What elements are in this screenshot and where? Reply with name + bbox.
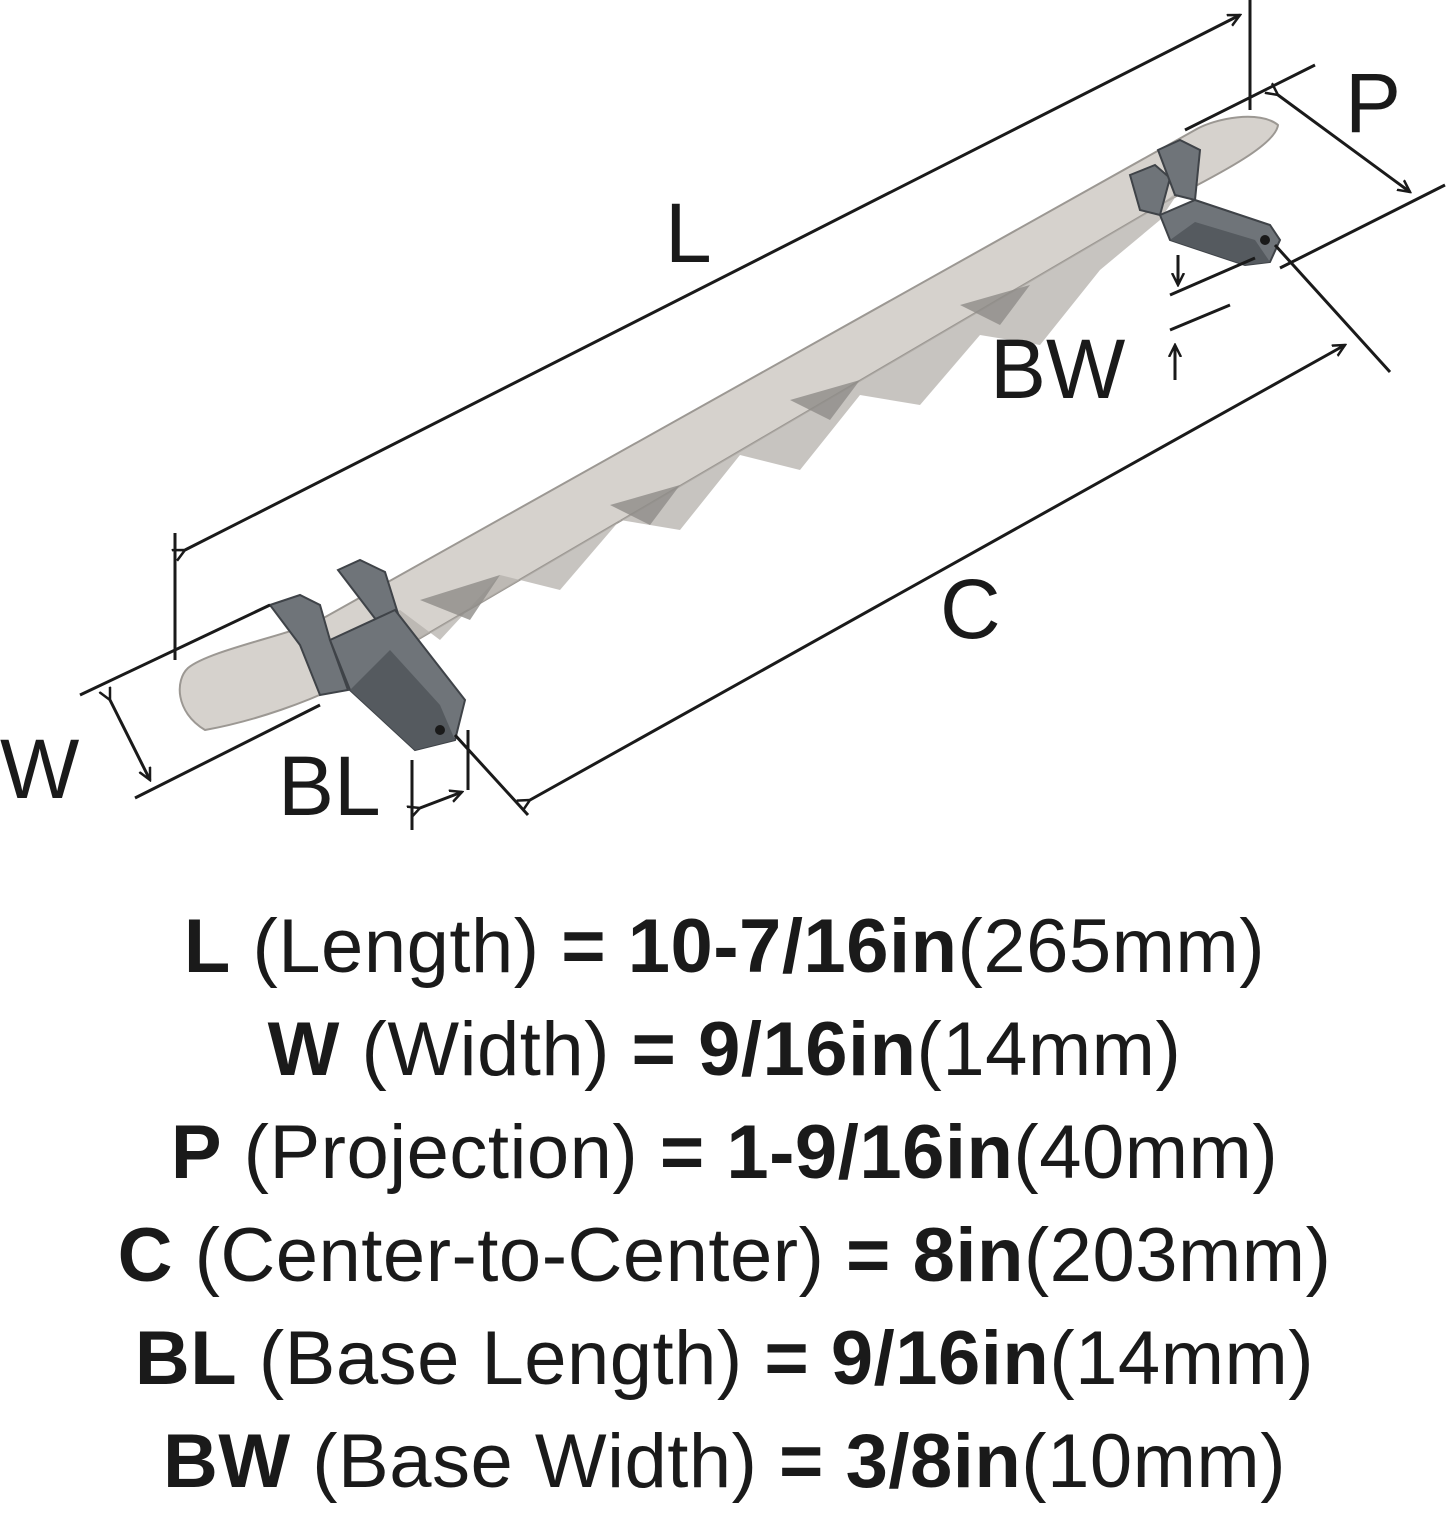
spec-row-length: L (Length) = 10-7/16in(265mm) bbox=[0, 895, 1449, 998]
center-extension-left bbox=[453, 733, 530, 817]
projection-extension-top bbox=[1184, 63, 1316, 132]
spec-metric: (40mm) bbox=[1013, 1110, 1279, 1195]
label-L: L bbox=[665, 186, 712, 280]
width-extension-bottom bbox=[134, 703, 321, 800]
spec-eq: = bbox=[779, 1419, 824, 1504]
spec-imperial: 9/16in bbox=[830, 1316, 1050, 1401]
base-length-dimension-line bbox=[420, 792, 462, 808]
spec-eq: = bbox=[631, 1007, 677, 1092]
handle-bar-shadow-facets bbox=[420, 285, 1030, 620]
width-extension-top bbox=[79, 603, 271, 697]
spec-eq: = bbox=[764, 1316, 810, 1401]
spec-key: BW bbox=[162, 1419, 291, 1504]
spec-metric: (14mm) bbox=[1049, 1316, 1315, 1401]
spec-desc: (Width) bbox=[361, 1007, 610, 1092]
spec-imperial: 10-7/16in bbox=[627, 904, 958, 989]
spec-imperial: 3/8in bbox=[845, 1419, 1022, 1504]
label-C: C bbox=[940, 562, 1001, 656]
label-P: P bbox=[1345, 56, 1401, 150]
spec-desc: (Base Width) bbox=[312, 1419, 758, 1504]
left-base-post bbox=[268, 558, 467, 752]
spec-metric: (203mm) bbox=[1023, 1213, 1332, 1298]
spec-imperial: 1-9/16in bbox=[726, 1110, 1014, 1195]
base-width-extension-top bbox=[1169, 256, 1256, 297]
projection-extension-bottom bbox=[1279, 183, 1446, 270]
pull-handle-dimension-diagram: L P BW C W BL bbox=[0, 0, 1446, 833]
left-post-face bbox=[350, 650, 455, 750]
spec-metric: (10mm) bbox=[1021, 1419, 1287, 1504]
length-dimension-line bbox=[185, 13, 1240, 550]
spec-imperial: 8in bbox=[912, 1213, 1024, 1298]
spec-key: W bbox=[267, 1007, 340, 1092]
left-collar-2 bbox=[336, 558, 402, 627]
right-screw-hole bbox=[1260, 235, 1270, 245]
label-BL: BL bbox=[278, 739, 381, 833]
center-dimension-line bbox=[530, 345, 1345, 800]
spec-eq: = bbox=[659, 1110, 705, 1195]
spec-row-base-length: BL (Base Length) = 9/16in(14mm) bbox=[0, 1307, 1449, 1410]
spec-metric: (14mm) bbox=[916, 1007, 1182, 1092]
spec-row-projection: P (Projection) = 1-9/16in(40mm) bbox=[0, 1101, 1449, 1204]
spec-desc: (Base Length) bbox=[258, 1316, 743, 1401]
label-W: W bbox=[0, 722, 79, 816]
projection-dimension-line bbox=[1278, 95, 1410, 192]
dimension-specs-list: L (Length) = 10-7/16in(265mm) W (Width) … bbox=[0, 895, 1449, 1513]
spec-row-base-width: BW (Base Width) = 3/8in(10mm) bbox=[0, 1410, 1449, 1513]
base-width-extension-bottom bbox=[1169, 303, 1231, 332]
spec-desc: (Center-to-Center) bbox=[194, 1213, 825, 1298]
spec-key: P bbox=[170, 1110, 223, 1195]
spec-row-center-to-center: C (Center-to-Center) = 8in(203mm) bbox=[0, 1204, 1449, 1307]
spec-desc: (Projection) bbox=[243, 1110, 639, 1195]
spec-eq: = bbox=[846, 1213, 891, 1298]
spec-row-width: W (Width) = 9/16in(14mm) bbox=[0, 998, 1449, 1101]
spec-key: L bbox=[183, 904, 231, 989]
spec-key: BL bbox=[134, 1316, 238, 1401]
center-extension-right bbox=[1273, 243, 1392, 374]
spec-key: C bbox=[117, 1213, 173, 1298]
left-screw-hole bbox=[435, 725, 445, 735]
spec-desc: (Length) bbox=[252, 904, 540, 989]
spec-metric: (265mm) bbox=[957, 904, 1266, 989]
label-BW: BW bbox=[990, 322, 1125, 416]
spec-eq: = bbox=[561, 904, 607, 989]
dimension-lines bbox=[79, 0, 1446, 830]
spec-imperial: 9/16in bbox=[698, 1007, 917, 1092]
width-dimension-line bbox=[110, 700, 152, 780]
